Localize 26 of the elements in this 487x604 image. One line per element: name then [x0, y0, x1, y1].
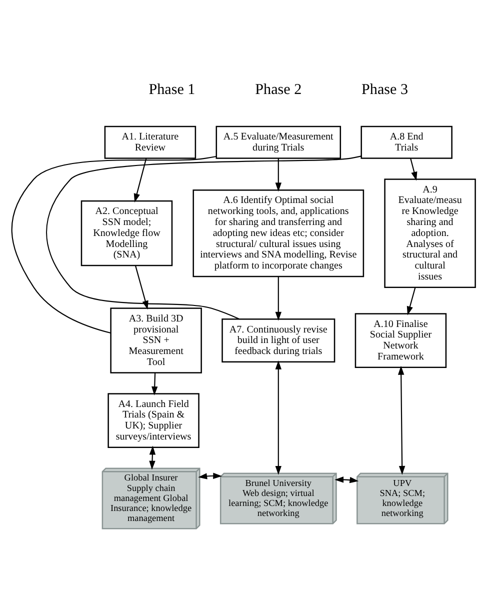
- label: Phase 1: [148, 82, 196, 98]
- label: Phase 3: [362, 82, 408, 98]
- arrow: [275, 276, 282, 321]
- arrow: [398, 366, 406, 475]
- node-box: A.8 End Trials: [360, 126, 452, 159]
- arrow: [134, 158, 147, 203]
- arrow: [149, 446, 156, 470]
- node-box: A.6 Identify Optimal social networking tools, and, applications for sharing and transferring and adopting new ideas etc; consider structural/ cultural issues using interviews and SNA modelling, Revise platform to incorporate changes: [192, 190, 364, 278]
- node-box: A.9 Evaluate/measu re Knowledge sharing and adoption. Analyses of structural and cultural issues: [384, 178, 476, 288]
- node-box: A1. Literature Review: [104, 126, 196, 159]
- node-box: A4. Launch Field Trials (Spain & UK); Supplier surveys/interviews: [108, 393, 200, 448]
- arrow: [334, 476, 359, 484]
- arrow: [152, 373, 158, 396]
- node-box: A.10 Finalise Social Supplier Network Framework: [354, 313, 447, 368]
- node-box: A3. Build 3D provisional SSN + Measurement Tool: [110, 308, 202, 374]
- arrow: [275, 158, 282, 192]
- arrow: [406, 287, 416, 316]
- arrow: [410, 158, 418, 181]
- arrow: [198, 472, 222, 480]
- node-box: A2. Conceptual SSN model; Knowledge flow Modelling (SNA): [80, 200, 173, 266]
- label: Phase 2: [255, 82, 302, 98]
- node-box: A.5 Evaluate/Measurement during Trials: [216, 126, 342, 159]
- arrow: [275, 360, 282, 475]
- connector: [11, 156, 216, 334]
- node-box: A7. Continuously revise build in light of user feedback during trials: [222, 318, 336, 363]
- connector: [46, 156, 362, 320]
